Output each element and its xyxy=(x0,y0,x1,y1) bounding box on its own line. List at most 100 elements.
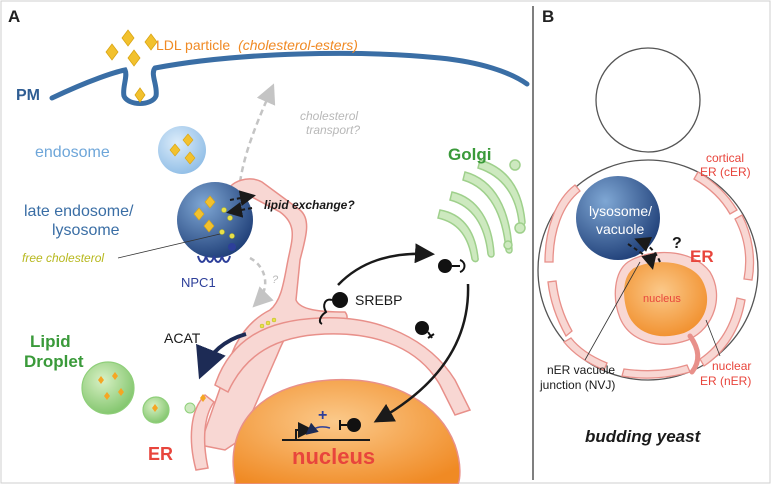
promoter-arrow xyxy=(295,422,314,440)
nvj-exchange-arrow-1 xyxy=(627,243,657,270)
nuclear-er-label-1: nuclear xyxy=(712,359,751,373)
nuclear-er-label-2: ER (nER) xyxy=(700,374,751,388)
nucleus-label: nucleus xyxy=(292,444,375,469)
chol-transport-label-1: cholesterol xyxy=(300,109,358,123)
lipid-exchange-arrow-1 xyxy=(229,190,256,207)
er-label: ER xyxy=(148,444,173,464)
cortical-er-segment xyxy=(621,364,691,379)
ld-ester xyxy=(152,404,158,412)
er-tubule-lower xyxy=(190,394,216,471)
free-cholesterol-leader xyxy=(117,233,221,259)
er-cholesterol-dot xyxy=(265,320,271,326)
ldl-diamond xyxy=(134,87,146,103)
late-endosome-label-2: lysosome xyxy=(52,222,120,239)
endosome-label: endosome xyxy=(35,144,110,161)
golgi-cisterna xyxy=(449,191,495,258)
plasma-membrane xyxy=(49,50,530,106)
vacuole-label-2: vacuole xyxy=(596,221,644,237)
endosome-ldl xyxy=(169,143,181,157)
plus-sign: + xyxy=(318,407,327,424)
ld-ester xyxy=(104,392,110,400)
cortical-er-segment xyxy=(547,280,573,338)
lipid-droplet-budding xyxy=(184,402,196,414)
cortical-er-segment xyxy=(734,214,755,281)
panel-a-letter: A xyxy=(8,7,20,26)
ld-ester xyxy=(112,372,118,380)
er-cholesterol xyxy=(259,317,277,329)
er-cholesterol-dot xyxy=(271,317,277,323)
srebp-er-tail xyxy=(318,298,333,325)
free-cholesterol-dot xyxy=(229,233,235,239)
lipid-droplet-label-2: Droplet xyxy=(24,352,84,371)
late-endosome-label-1: late endosome/ xyxy=(24,203,134,220)
free-cholesterol-dot xyxy=(221,207,227,213)
ld-ester xyxy=(118,388,124,396)
ldl-label: LDL particle (cholesterol-esters) xyxy=(156,37,358,53)
lysosome-ldl xyxy=(193,207,205,221)
nvj-label-2: junction (NVJ) xyxy=(539,378,615,392)
lysosome-ldl xyxy=(204,195,216,209)
acat-label: ACAT xyxy=(164,330,201,346)
er-cholesterol-dot xyxy=(259,323,265,329)
ld-ester xyxy=(200,394,206,402)
er-nuclear-envelope xyxy=(214,317,472,416)
transfer-question: ? xyxy=(272,274,279,286)
lysosome-ldl xyxy=(203,219,215,233)
nucleus xyxy=(232,378,461,484)
srebp-cleaved xyxy=(415,321,429,335)
golgi-to-nucleus-arrow xyxy=(373,283,470,423)
cortical-er-segment xyxy=(699,297,746,367)
free-cholesterol-dot xyxy=(227,215,233,221)
ld-ester xyxy=(98,376,104,384)
ldl-diamond xyxy=(127,49,141,67)
late-endosome-lysosome xyxy=(177,182,253,258)
nvj-exchange-arrow-2 xyxy=(634,237,661,263)
nuclear-er-leader xyxy=(705,319,721,357)
golgi-vesicle xyxy=(514,222,526,234)
cortical-er-segment xyxy=(544,184,581,263)
npc1-transfer-arrow xyxy=(249,256,274,308)
srebp-cleaved-tail xyxy=(427,331,435,339)
endosome-ldl xyxy=(182,133,194,147)
lipid-droplet-large xyxy=(81,361,135,415)
er-network xyxy=(190,178,472,471)
ner-cer-connection xyxy=(687,333,701,375)
srebp-golgi xyxy=(438,259,452,273)
cortical-er-segment xyxy=(563,337,608,371)
golgi-vesicle xyxy=(503,240,513,250)
nvj-question: ? xyxy=(672,235,682,252)
nvj-label-1: nER vacuole xyxy=(547,363,615,377)
golgi-vesicle xyxy=(509,159,521,171)
srebp-nuclear xyxy=(347,418,361,432)
lipid-exchange-arrow-2 xyxy=(226,201,253,218)
yeast-nucleus xyxy=(624,262,708,337)
golgi-label: Golgi xyxy=(448,145,491,164)
srebp-nuclear-tail xyxy=(339,420,347,430)
cortical-label-2: ER (cER) xyxy=(700,165,751,179)
srebp-golgi-tail xyxy=(452,259,466,273)
yeast-er-label: ER xyxy=(690,247,714,266)
lipid-droplet-label-1: Lipid xyxy=(30,332,71,351)
npc1-protein xyxy=(197,255,231,263)
lipid-exchange-label: lipid exchange? xyxy=(264,198,355,212)
free-cholesterol-dot xyxy=(219,229,225,235)
cortical-label-1: cortical xyxy=(706,151,744,165)
ldl-diamond xyxy=(105,43,119,61)
activation-arrow xyxy=(305,422,331,435)
pm-label: PM xyxy=(16,87,40,104)
budding-yeast-caption: budding yeast xyxy=(585,427,702,446)
vacuole-label-1: lysosome/ xyxy=(589,203,652,219)
chol-transport-label-2: transport? xyxy=(306,123,360,137)
endosome-ldl xyxy=(184,151,196,165)
ldl-diamond xyxy=(144,33,158,51)
srebp-label: SREBP xyxy=(355,292,402,308)
ldl-particles xyxy=(105,29,158,103)
golgi-cisterna xyxy=(437,209,479,263)
cortical-er xyxy=(544,171,755,379)
npc1-head xyxy=(228,243,236,251)
nvj-leader xyxy=(584,261,641,361)
golgi-apparatus xyxy=(437,159,526,263)
npc1-label: NPC1 xyxy=(181,275,216,290)
cortical-er-segment xyxy=(693,171,738,215)
